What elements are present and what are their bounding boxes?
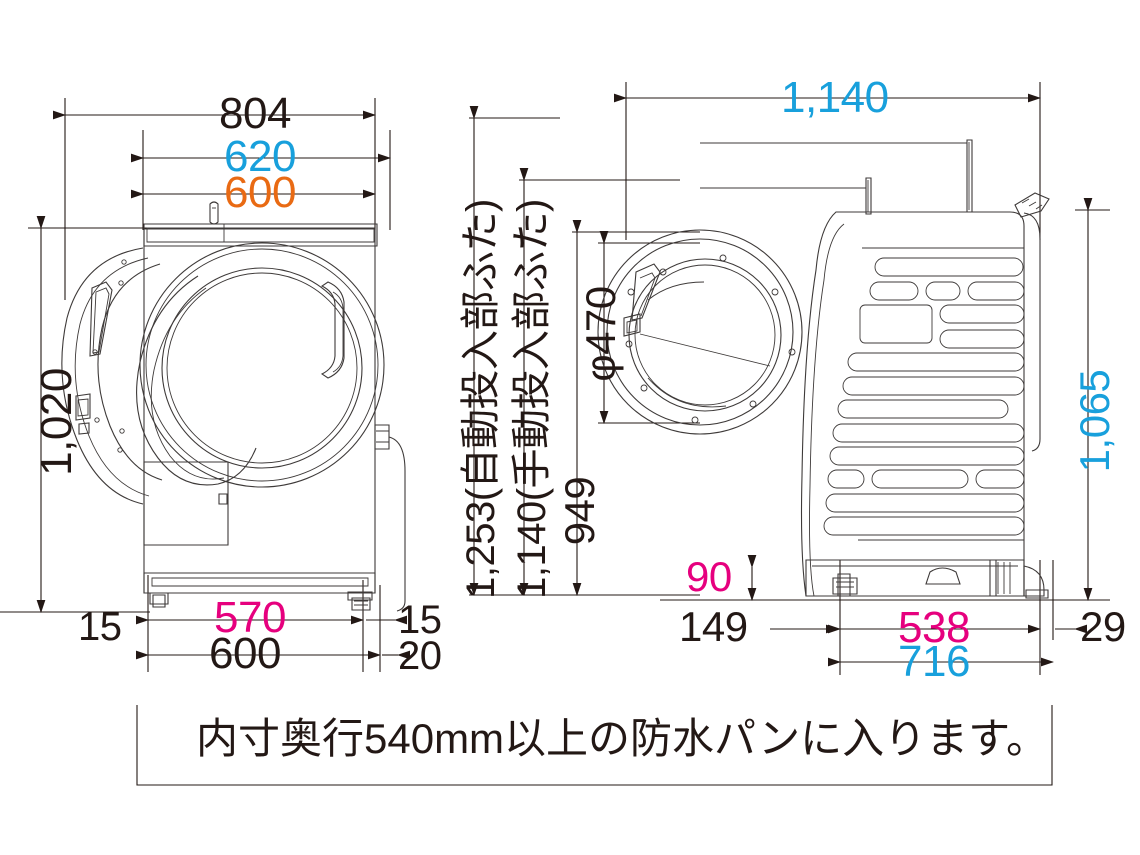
side-extension-lines — [469, 82, 1110, 675]
front-right-hose-stub — [374, 424, 406, 612]
dim-label-716: 716 — [898, 637, 970, 686]
front-base-feet — [143, 572, 376, 611]
dim-label-20-right: 20 — [398, 634, 442, 678]
front-door-opening — [139, 242, 385, 488]
side-lid-edges — [700, 139, 973, 215]
dim-label-149: 149 — [679, 603, 748, 650]
dim-label-1253-auto-lid: 1,253(自動投入部ふた) — [459, 199, 503, 599]
dim-label-620: 620 — [224, 132, 296, 181]
side-cabinet-body — [800, 192, 1050, 597]
front-detergent-drawer — [143, 461, 229, 546]
dim-label-804: 804 — [219, 89, 291, 138]
dim-label-1140-depth: 1,140 — [781, 73, 889, 122]
dim-label-1140-manual-lid: 1,140(手動投入部ふた) — [510, 199, 554, 599]
dim-label-90: 90 — [686, 553, 732, 600]
dim-label-570: 570 — [214, 593, 286, 642]
dim-label-15-right: 15 — [398, 598, 442, 642]
front-cabinet-outline — [143, 201, 378, 594]
caption-bracket — [136, 705, 1053, 786]
dim-label-phi470: φ470 — [577, 286, 624, 382]
side-door-porthole — [597, 229, 803, 435]
dim-label-600-top: 600 — [224, 168, 296, 217]
front-opened-door — [61, 247, 257, 505]
dim-label-600-bottom: 600 — [209, 629, 281, 678]
side-vent-slots — [823, 257, 1025, 536]
dim-label-1065: 1,065 — [1071, 369, 1118, 473]
front-view-group — [0, 98, 411, 672]
side-base-feet — [805, 559, 1049, 599]
side-view-group — [469, 82, 1110, 675]
dim-label-538: 538 — [898, 603, 970, 652]
dim-label-29: 29 — [1080, 603, 1126, 650]
dim-label-1020: 1,020 — [32, 368, 81, 476]
waterproof-pan-caption: 内寸奥行540mm以上の防水パンに入ります。 — [196, 715, 1048, 762]
dim-label-949: 949 — [556, 476, 603, 546]
dim-label-15-left: 15 — [78, 605, 122, 649]
